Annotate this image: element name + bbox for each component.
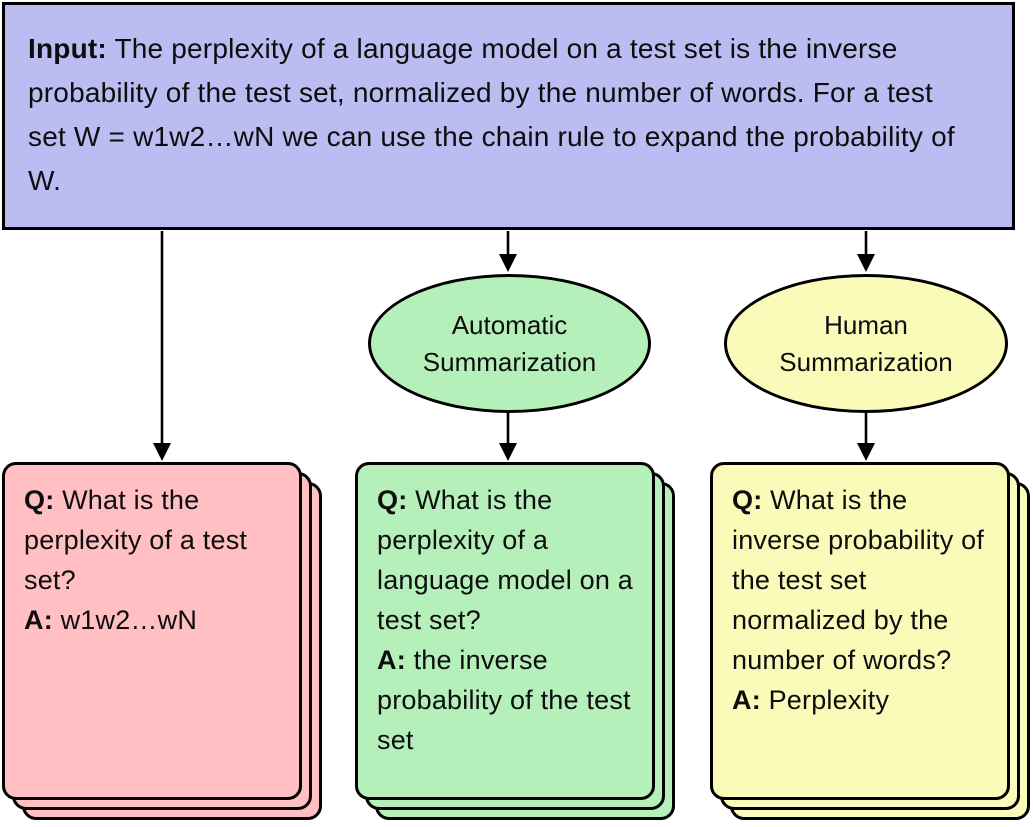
input-text-box: Input: The perplexity of a language mode… [2,2,1015,230]
question-prefix: Q: [24,485,55,515]
question-body: What is the inverse probability of the t… [732,485,985,675]
direct-qa-card-stack: Q: What is the perplexity of a test set?… [2,462,324,827]
answer-body: w1w2…wN [60,605,198,635]
human-qa-card-stack: Q: What is the inverse probability of th… [710,462,1032,827]
answer-text: A: the inverse probability of the test s… [377,640,638,760]
arrow-input-to-automatic-node [499,231,517,272]
automatic-summarization-label: Automatic Summarization [422,309,597,377]
question-body: What is the perplexity of a language mod… [377,485,634,635]
answer-text: A: Perplexity [732,680,993,720]
answer-text: A: w1w2…wN [24,600,285,640]
arrow-input-to-human-node [857,231,875,272]
arrow-human-node-to-cards [857,413,875,461]
question-prefix: Q: [732,485,763,515]
automatic-summarization-node: Automatic Summarization [368,274,651,413]
automatic-qa-card-stack: Q: What is the perplexity of a language … [355,462,677,827]
question-text: Q: What is the perplexity of a language … [377,480,638,640]
human-summarization-label: Human Summarization [779,309,953,377]
answer-prefix: A: [732,685,761,715]
input-label: Input: [28,33,107,64]
question-prefix: Q: [377,485,408,515]
direct-qa-card: Q: What is the perplexity of a test set?… [2,462,302,800]
input-text: The perplexity of a language model on a … [28,33,955,196]
automatic-qa-card: Q: What is the perplexity of a language … [355,462,655,800]
answer-body: Perplexity [768,685,890,715]
question-text: Q: What is the inverse probability of th… [732,480,993,680]
answer-prefix: A: [24,605,53,635]
question-text: Q: What is the perplexity of a test set? [24,480,285,600]
answer-prefix: A: [377,645,406,675]
human-qa-card: Q: What is the inverse probability of th… [710,462,1010,800]
arrow-automatic-node-to-cards [499,413,517,461]
answer-body: the inverse probability of the test set [377,645,631,755]
arrow-input-to-direct-cards [153,231,171,461]
question-body: What is the perplexity of a test set? [24,485,248,595]
human-summarization-node: Human Summarization [724,274,1008,413]
